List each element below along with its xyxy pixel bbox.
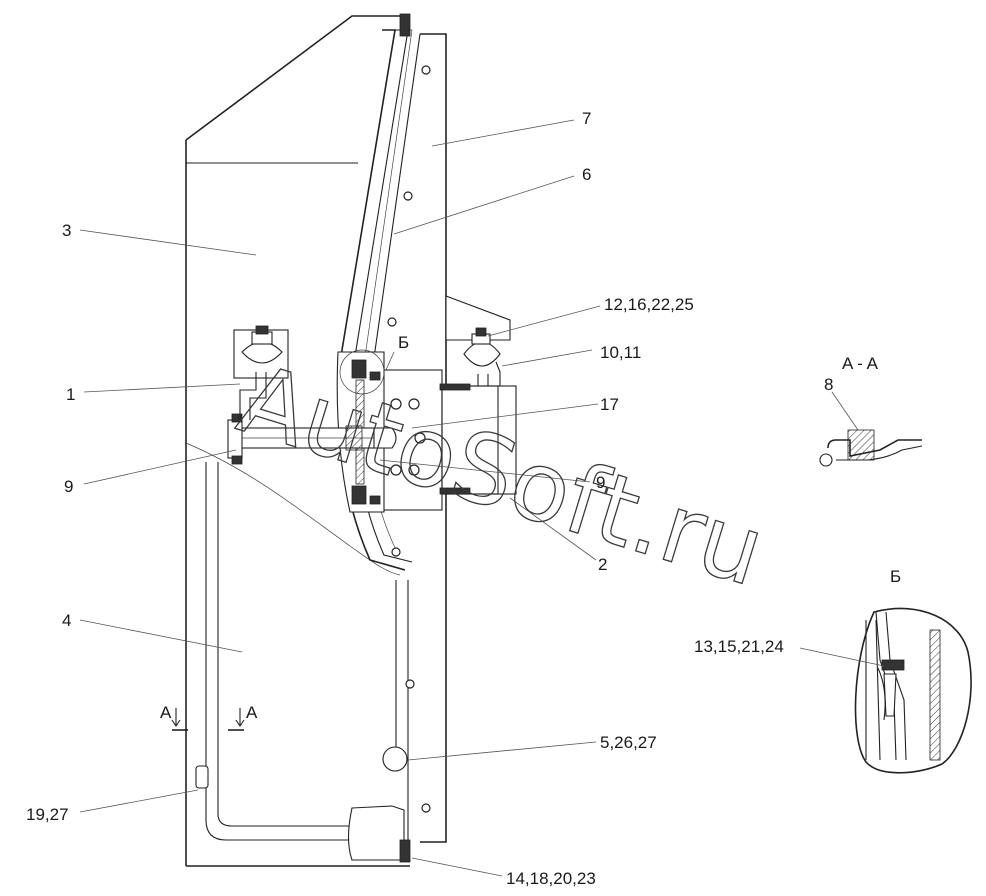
right-shock-mount [463, 327, 501, 386]
section-mark-a-left: A [160, 703, 172, 722]
main-view [171, 13, 517, 867]
callout-3: 3 [62, 221, 71, 240]
horizontal-strut [227, 413, 397, 465]
upper-bracket [445, 295, 511, 341]
callout-labels: 3 1 9 4 19,27 7 6 12,16,22,25 10,11 Б 17… [26, 109, 833, 888]
callout-10-11: 10,11 [600, 343, 641, 362]
callout-2: 2 [598, 555, 607, 574]
callout-1: 1 [66, 385, 75, 404]
callout-14-18-20-23: 14,18,20,23 [506, 869, 596, 888]
callout-8: 8 [824, 375, 833, 394]
latch [195, 765, 209, 789]
callout-12-16-22-25: 12,16,22,25 [604, 295, 694, 314]
detail-b-marker [339, 349, 385, 395]
section-aa-title: A - A [842, 354, 879, 373]
callout-5-26-27: 5,26,27 [600, 733, 657, 752]
detail-b-title: Б [890, 567, 901, 586]
watermark: AutoSoft.ru [227, 343, 776, 608]
callout-19-27: 19,27 [26, 805, 69, 824]
callout-b-marker: Б [398, 333, 409, 352]
callout-7: 7 [582, 109, 591, 128]
callout-6: 6 [582, 165, 591, 184]
detail-b-view: Б [854, 567, 972, 774]
grommet [382, 746, 408, 772]
section-mark-a-right: A [246, 703, 258, 722]
callout-17: 17 [600, 395, 619, 414]
leader-lines [79, 119, 885, 877]
section-a-marks [171, 708, 245, 731]
callout-9-left: 9 [64, 477, 73, 496]
callout-9-right: 9 [596, 473, 605, 492]
section-aa-view: A - A [819, 354, 923, 467]
callout-13-15-21-24: 13,15,21,24 [694, 637, 784, 656]
callout-4: 4 [62, 611, 71, 630]
left-shock-mount [233, 325, 289, 420]
lower-frame-tube [205, 462, 405, 861]
